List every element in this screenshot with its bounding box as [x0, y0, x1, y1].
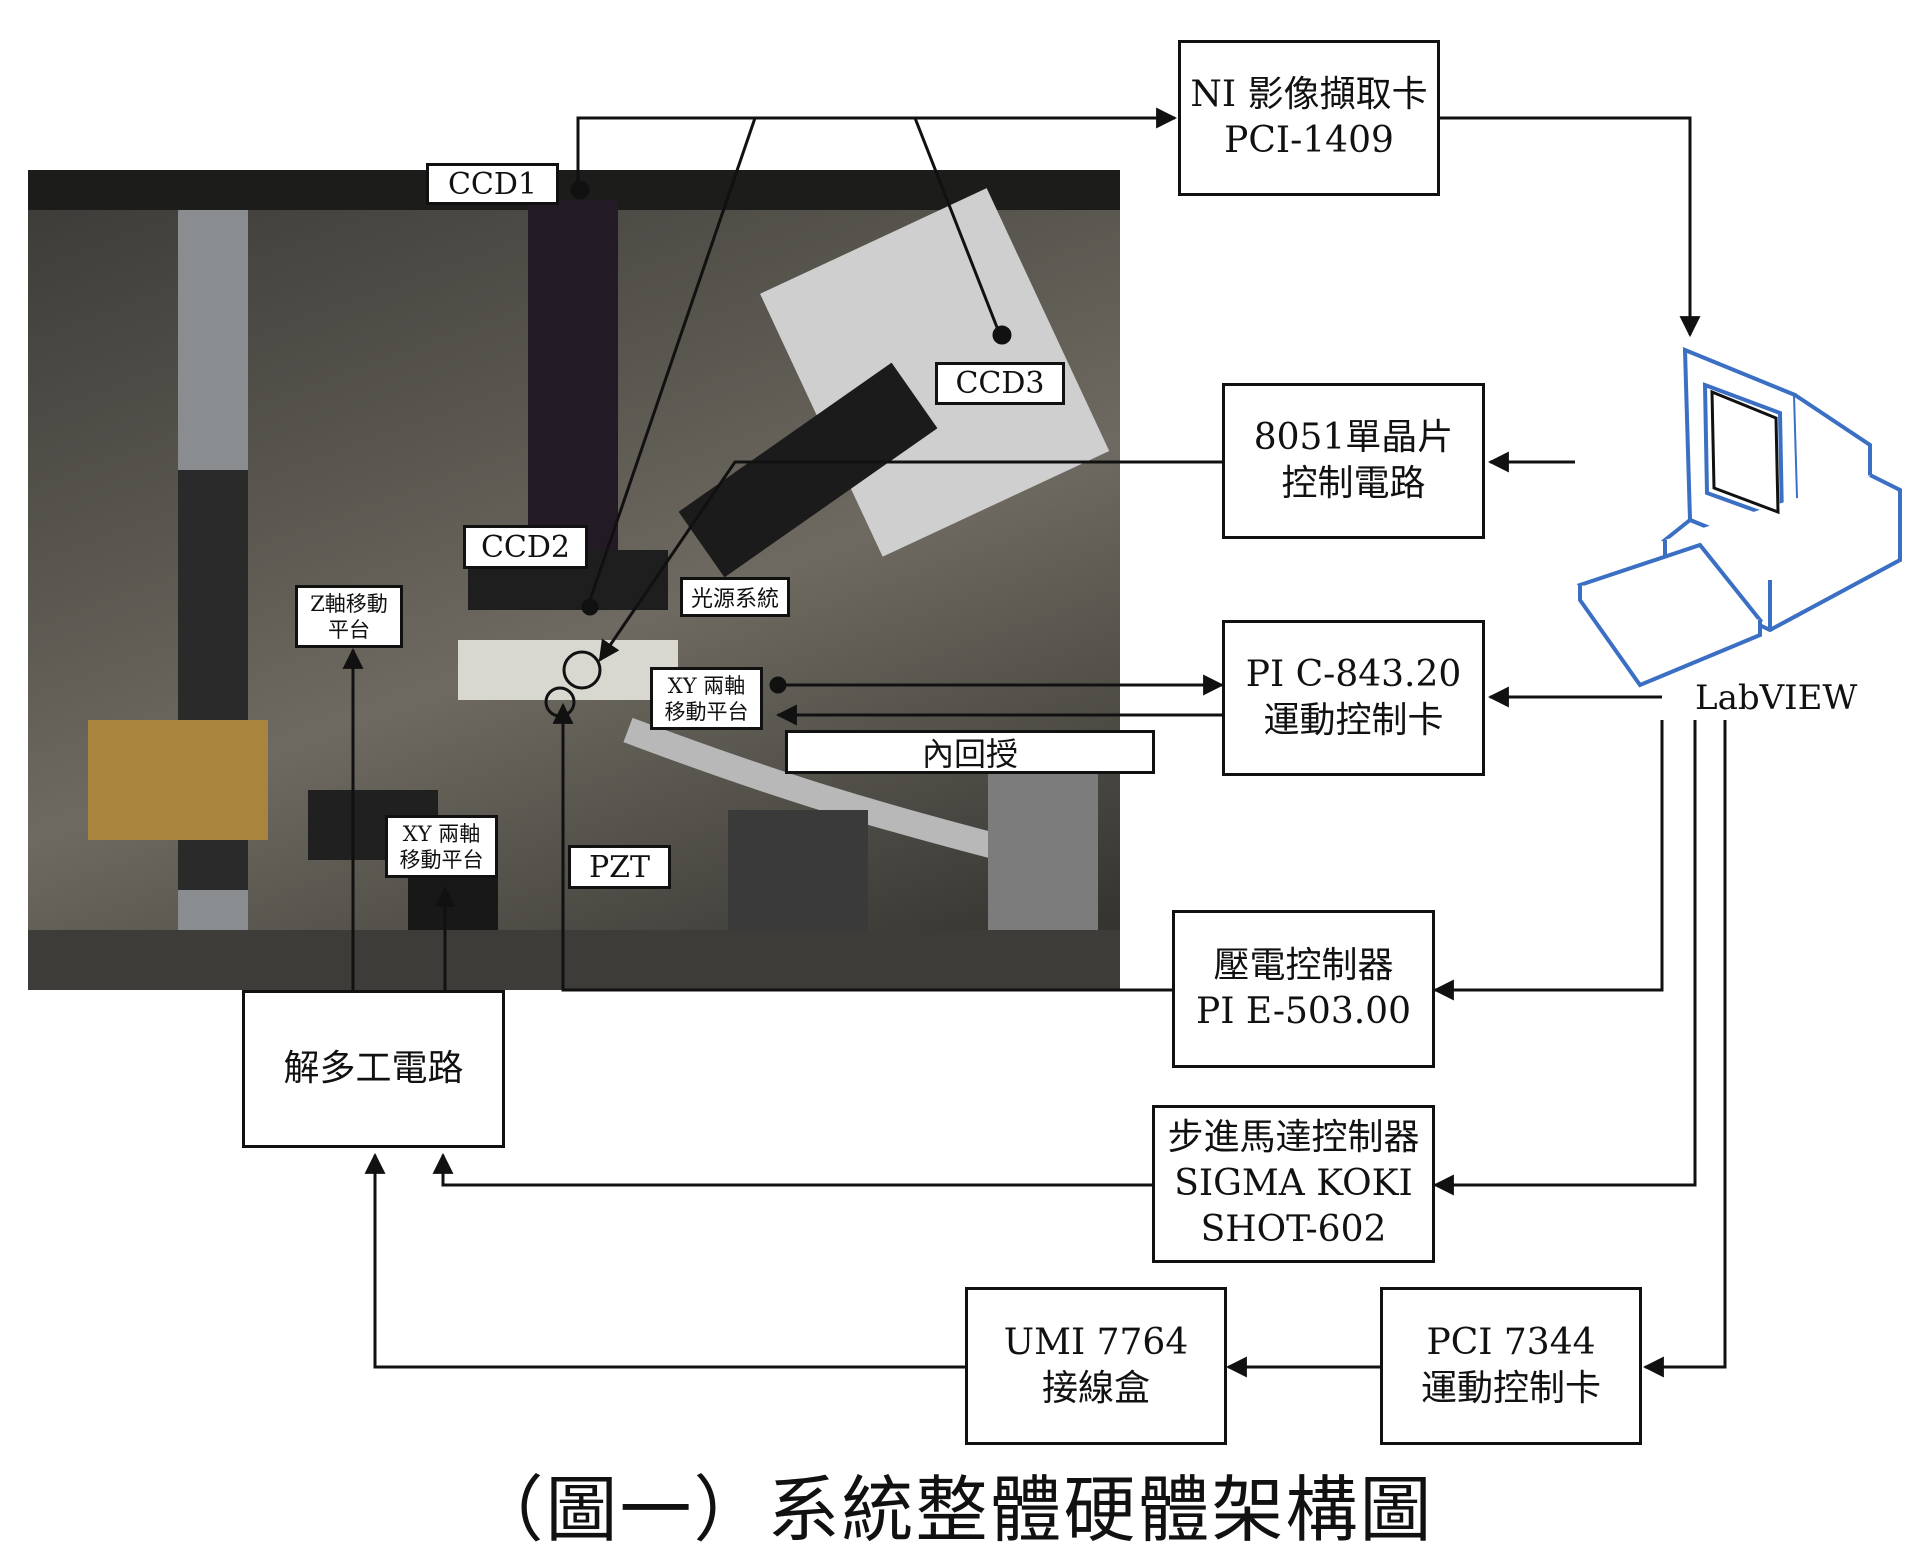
umi-to-demux-line [375, 1155, 965, 1367]
xy-stage-right-label: XY 兩軸 移動平台 [650, 667, 763, 730]
stepper-line1: 步進馬達控制器 [1167, 1115, 1419, 1161]
ccd3-branch-line [915, 118, 1000, 335]
computer-to-stepper-line [1435, 720, 1695, 1185]
demux-box: 解多工電路 [242, 990, 505, 1148]
computer-icon [1580, 350, 1900, 685]
umi-line2: 接線盒 [1042, 1366, 1150, 1412]
pi-c843-line2: 運動控制卡 [1263, 698, 1443, 744]
pzt-ring-lower [546, 688, 574, 716]
light-system-label: 光源系統 [680, 577, 790, 617]
pci7344-line1: PCI 7344 [1426, 1320, 1595, 1366]
ccd2-dot [583, 600, 597, 614]
demux-label: 解多工電路 [283, 1046, 463, 1092]
stepper-line3: SHOT-602 [1201, 1207, 1387, 1253]
mcu-line1: 8051單晶片 [1254, 415, 1454, 461]
ccd3-label: CCD3 [935, 362, 1065, 405]
pci7344-line2: 運動控制卡 [1421, 1366, 1601, 1412]
feedback-label: 內回授 [785, 730, 1155, 774]
ni-image-card-box: NI 影像擷取卡 PCI-1409 [1178, 40, 1440, 196]
piezo-line2: PI E-503.00 [1196, 989, 1411, 1035]
ccd1-dot [572, 182, 588, 198]
mcu-line2: 控制電路 [1281, 461, 1425, 507]
ni-card-line2: PCI-1409 [1224, 118, 1394, 164]
ni-card-line1: NI 影像擷取卡 [1190, 72, 1427, 118]
stepper-to-demux-line [443, 1155, 1152, 1185]
pi-c843-box: PI C-843.20 運動控制卡 [1222, 620, 1485, 776]
z-stage-label: Z軸移動 平台 [295, 585, 403, 648]
pzt-label: PZT [568, 845, 671, 889]
stepper-controller-box: 步進馬達控制器 SIGMA KOKI SHOT-602 [1152, 1105, 1435, 1263]
umi-line1: UMI 7764 [1004, 1320, 1188, 1366]
pzt-ring-upper [564, 652, 600, 688]
xy-dot [771, 678, 785, 692]
ni-to-computer-line [1440, 118, 1690, 335]
ccd2-branch-line [590, 118, 755, 600]
figure-caption: （圖一）系統整體硬體架構圖 [0, 1470, 1905, 1547]
8051-to-light-line [600, 462, 1225, 660]
pi-c843-line1: PI C-843.20 [1246, 652, 1462, 698]
mcu-8051-box: 8051單晶片 控制電路 [1222, 383, 1485, 539]
computer-to-pci7344-line [1645, 720, 1725, 1367]
piezo-line1: 壓電控制器 [1213, 943, 1393, 989]
labview-label: LabVIEW [1695, 678, 1857, 718]
ccd1-label: CCD1 [426, 163, 559, 205]
xy-stage-left-label: XY 兩軸 移動平台 [385, 815, 498, 878]
umi7764-box: UMI 7764 接線盒 [965, 1287, 1227, 1445]
ccd3-dot [994, 327, 1010, 343]
ccd1-to-ni-line [578, 118, 1175, 190]
stepper-line2: SIGMA KOKI [1174, 1161, 1413, 1207]
ccd2-label: CCD2 [463, 525, 588, 569]
pci7344-box: PCI 7344 運動控制卡 [1380, 1287, 1642, 1445]
piezo-controller-box: 壓電控制器 PI E-503.00 [1172, 910, 1435, 1068]
